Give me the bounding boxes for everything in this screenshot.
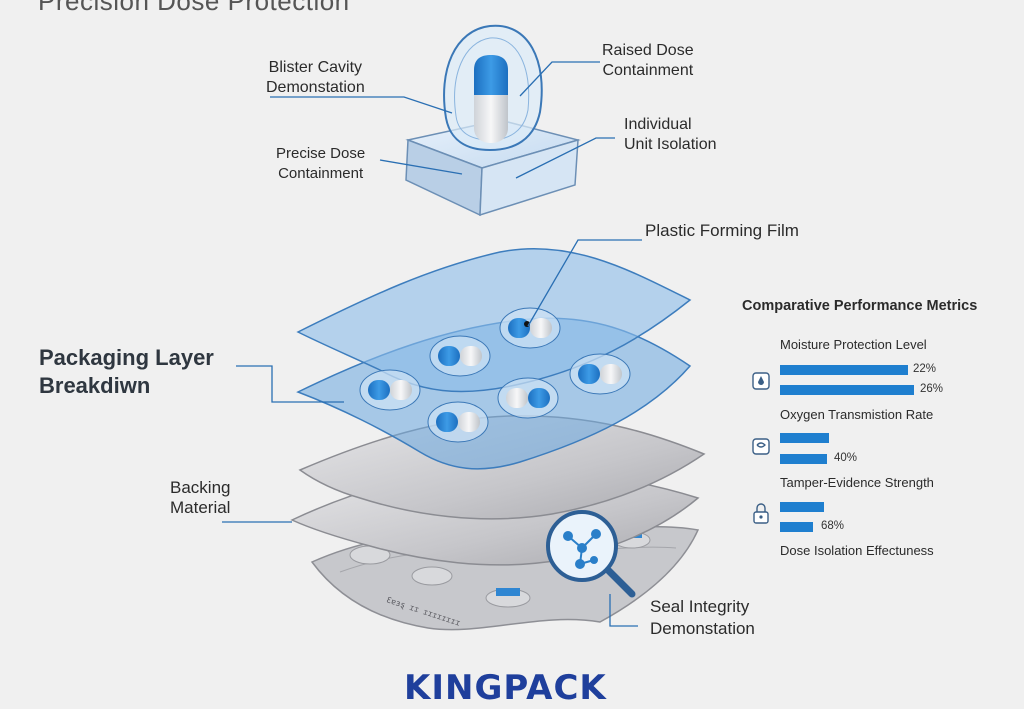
metric-oxygen-value-2: 40% [834, 452, 858, 464]
label-precise-dose: Precise Dose Containment [276, 144, 365, 184]
metric-moisture-value-1: 22% [913, 363, 937, 375]
label-raised-dose-line1: Raised Dose [602, 42, 694, 59]
metric-moisture-name: Moisture Protection Level [780, 337, 927, 352]
label-seal-integrity-line2: Demonstation [650, 619, 755, 638]
label-raised-dose-line2: Containment [602, 62, 694, 79]
section-title-line2: Breakdiwn [39, 373, 151, 398]
brand-logo: KINGPACK [404, 668, 607, 708]
bar-tamper-2 [780, 522, 813, 532]
metric-moisture-value-2: 26% [920, 383, 944, 395]
label-backing-material: Backing Material [170, 478, 230, 518]
label-raised-dose: Raised Dose Containment [602, 41, 694, 81]
blister-cavity-illustration [405, 24, 581, 217]
label-blister-cavity-line2: Demonstation [266, 79, 365, 96]
metric-tamper-value-2: 68% [821, 520, 845, 532]
label-blister-cavity-line1: Blister Cavity [268, 59, 363, 76]
leader-lines-lower [222, 239, 642, 627]
bar-moisture-1 [780, 365, 908, 375]
moisture-icon [752, 372, 770, 390]
oxygen-icon [752, 438, 770, 455]
label-individual-unit-line2: Unit Isolation [624, 136, 717, 153]
section-title-line1: Packaging Layer [39, 345, 214, 370]
metric-tamper-name: Tamper-Evidence Strength [780, 475, 934, 490]
bar-moisture-2 [780, 385, 914, 395]
leader-lines-top [270, 61, 615, 179]
label-individual-unit-line1: Individual [624, 116, 692, 133]
label-backing-line1: Backing [170, 478, 231, 497]
label-plastic-forming-film: Plastic Forming Film [645, 221, 799, 240]
bar-oxygen-1 [780, 433, 829, 443]
metric-bars [780, 365, 914, 532]
lock-icon [753, 503, 769, 524]
bar-tamper-1 [780, 502, 824, 512]
label-backing-line2: Material [170, 498, 231, 517]
metric-dose-isolation-name: Dose Isolation Effectuness [780, 543, 934, 558]
label-precise-dose-line1: Precise Dose [276, 145, 366, 162]
page-title: Precision Dose Protection [38, 0, 350, 16]
label-precise-dose-line2: Containment [278, 165, 364, 182]
label-blister-cavity: Blister Cavity Demonstation [266, 58, 365, 98]
bar-oxygen-2 [780, 454, 827, 464]
label-seal-integrity-line1: Seal Integrity [650, 597, 750, 616]
metric-oxygen-name: Oxygen Transmistion Rate [780, 407, 934, 422]
metrics-panel-title: Comparative Performance Metrics [742, 298, 978, 314]
label-seal-integrity: Seal Integrity Demonstation [650, 596, 755, 640]
magnifier-icon [546, 510, 636, 598]
label-individual-unit: Individual Unit Isolation [624, 115, 717, 155]
capsule-group [359, 307, 631, 443]
section-title-layer-breakdown: Packaging Layer Breakdiwn [39, 344, 214, 400]
